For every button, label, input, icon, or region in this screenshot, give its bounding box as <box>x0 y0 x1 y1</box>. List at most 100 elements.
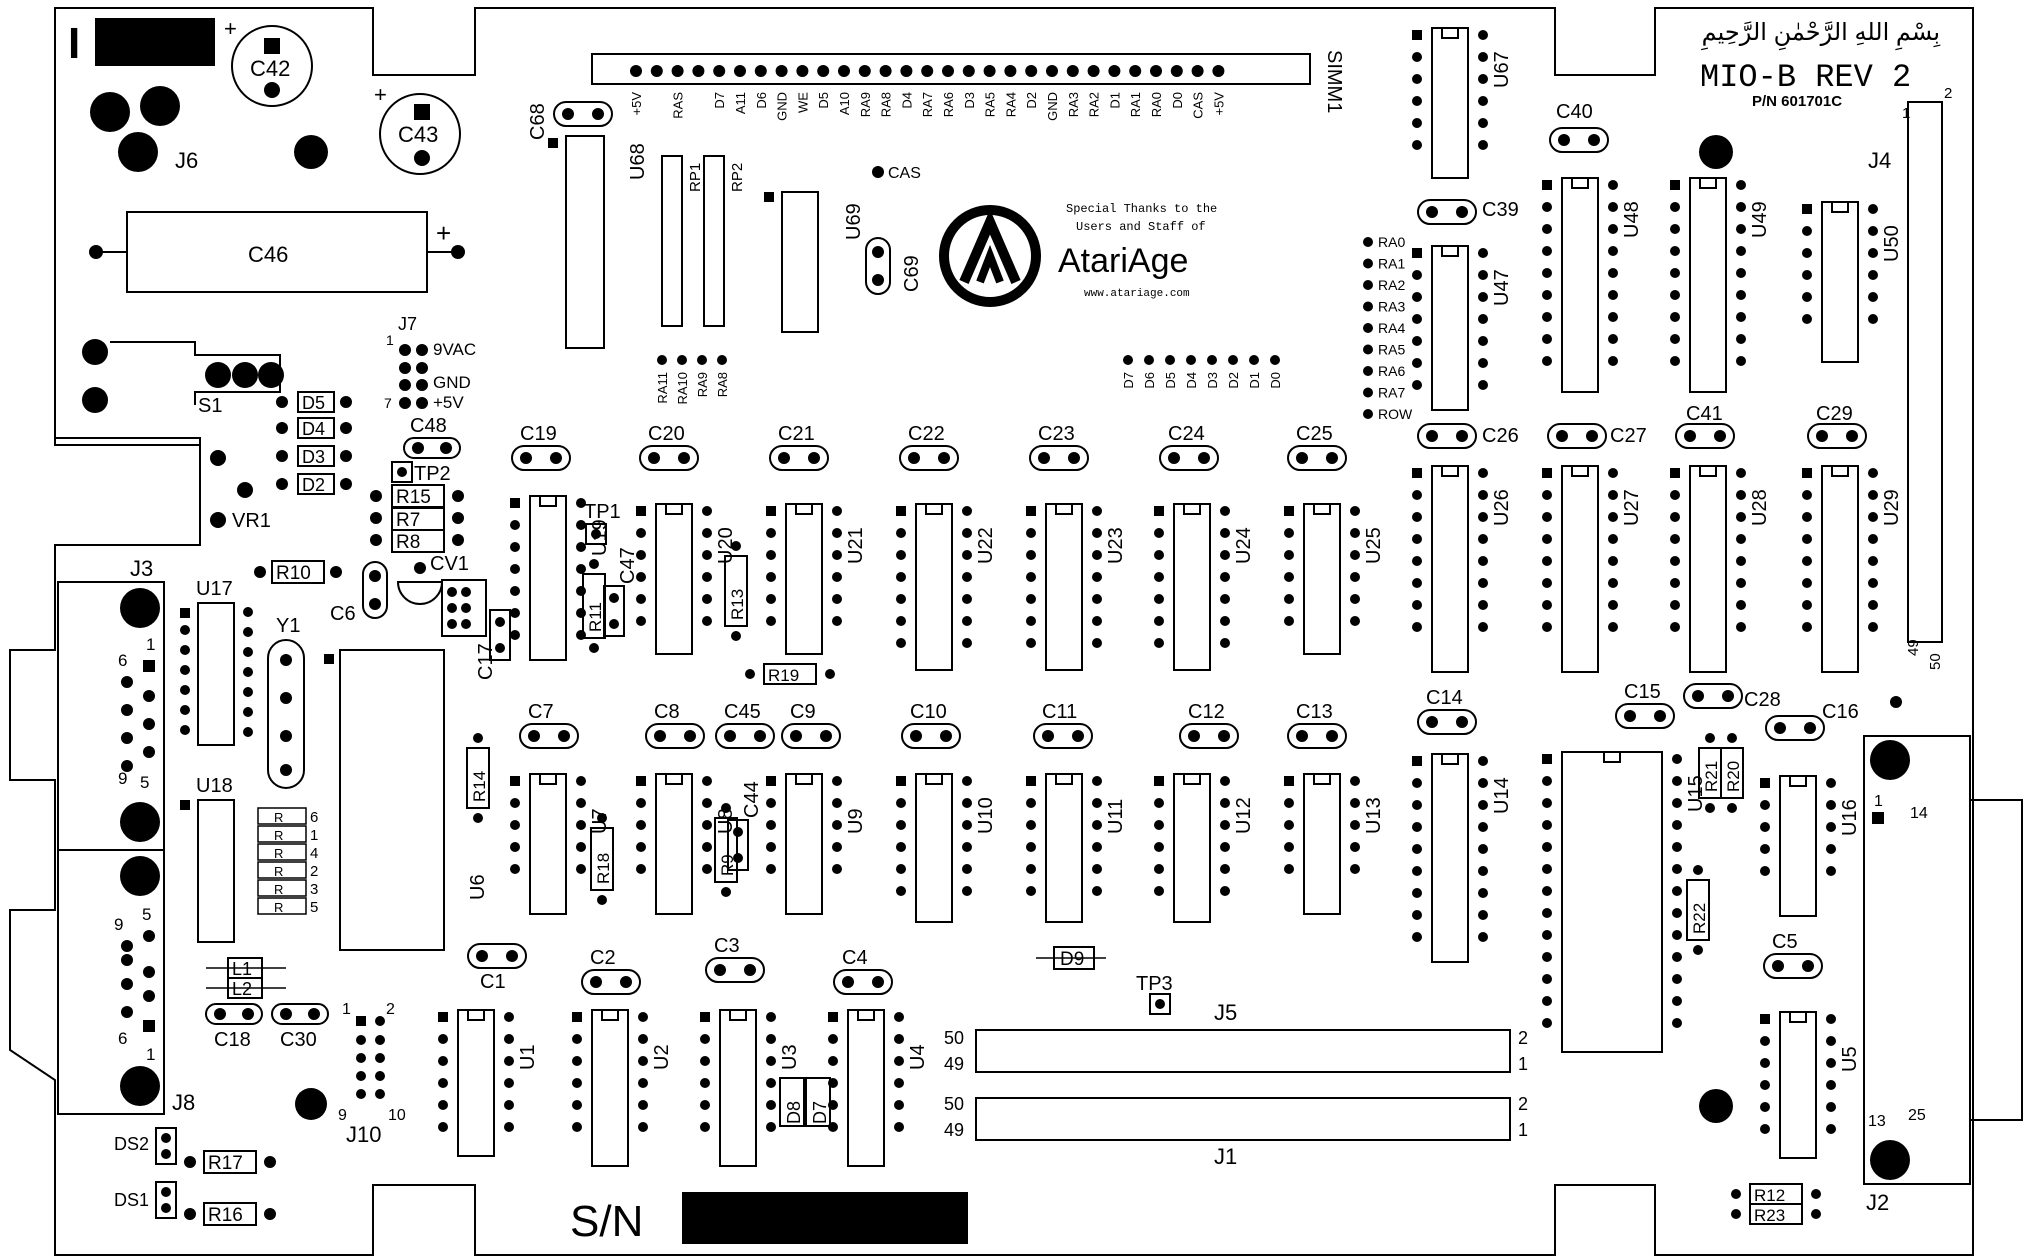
simm-pin <box>713 65 726 77</box>
svg-text:J3: J3 <box>130 556 153 581</box>
row-address-label: RA7 <box>1378 385 1405 401</box>
testpoint-tp1: TP1 <box>584 501 621 545</box>
simm-pin <box>1150 65 1162 77</box>
svg-text:50: 50 <box>1927 653 1944 670</box>
svg-text:C18: C18 <box>214 1029 251 1051</box>
chip-u27: U27 <box>1542 465 1643 673</box>
svg-text:C68: C68 <box>527 103 549 140</box>
chip-label: U29 <box>1881 489 1903 526</box>
resistor-label: R12 <box>1754 1186 1785 1205</box>
svg-text:R: R <box>274 882 283 897</box>
cap-label: C29 <box>1816 403 1853 425</box>
resistor-label: R23 <box>1754 1206 1785 1225</box>
chip-label: U20 <box>715 527 737 564</box>
svg-text:2: 2 <box>1518 1094 1528 1114</box>
chip-label: U21 <box>845 527 867 564</box>
svg-text:RP2: RP2 <box>729 163 746 192</box>
svg-text:1: 1 <box>1518 1120 1528 1140</box>
chip-label: U9 <box>845 808 867 834</box>
connector-j4: 1 2 J4 49 50 <box>1868 85 1952 670</box>
cap-label: C27 <box>1610 425 1647 447</box>
svg-text:VR1: VR1 <box>232 510 271 532</box>
trimmer-cv1: CV1 <box>396 553 487 637</box>
cap-label: C44 <box>741 781 763 818</box>
simm-pin-label: RA4 <box>1003 92 1018 117</box>
simm-pin-label: RA5 <box>983 92 998 117</box>
row-address-label: RA6 <box>1378 363 1405 379</box>
chip-u28: U28 <box>1670 465 1771 673</box>
svg-text:+: + <box>436 218 451 248</box>
simm-pin-label: D5 <box>816 92 831 109</box>
simm-pin <box>1170 65 1183 77</box>
cas-label: CAS <box>888 165 921 182</box>
board-title: MIO-B REV 2 <box>1700 59 1911 96</box>
cap-c25: C25 <box>1287 423 1347 471</box>
chip-u47: U47 <box>1412 245 1513 411</box>
svg-text:2: 2 <box>1518 1028 1528 1048</box>
cap-c21: C21 <box>769 423 829 471</box>
chip-label: U67 <box>1491 51 1513 88</box>
cap-c39: C39 <box>1417 199 1519 225</box>
resistor-label: R22 <box>1690 903 1709 934</box>
cap-label: C19 <box>520 423 557 445</box>
cap-c43: C43 + <box>374 82 461 175</box>
resistor-r13: R13 <box>724 541 748 641</box>
svg-text:R: R <box>274 828 283 843</box>
svg-text:J6: J6 <box>175 148 198 173</box>
cap-c28: C28 <box>1683 683 1781 711</box>
cap-c26: C26 <box>1417 423 1519 449</box>
svg-text:D2: D2 <box>302 475 325 495</box>
cap-c45: C45 <box>715 701 775 749</box>
svg-text:D3: D3 <box>302 447 325 467</box>
chip-u18: U18 <box>180 775 235 943</box>
arabic-inscription: بِسْمِ اللهِ الرَّحْمٰنِ الرَّحِيمِ <box>1700 19 1940 51</box>
cap-c20: C20 <box>639 423 699 471</box>
simm-pin-label: D6 <box>754 92 769 109</box>
svg-text:U69: U69 <box>843 203 865 240</box>
chip-u4: U4 <box>828 1009 929 1167</box>
inductors-l1-l2: L1 L2 <box>206 957 286 999</box>
svg-text:CV1: CV1 <box>430 553 469 575</box>
caps-c18-c30: C18 C30 <box>205 1003 329 1051</box>
svg-text:C46: C46 <box>248 242 288 267</box>
board-outline <box>9 7 1974 1256</box>
resistor-label: R19 <box>768 666 799 685</box>
chip-label: U26 <box>1491 489 1513 526</box>
simm-pin <box>796 65 809 77</box>
cap-label: C2 <box>590 947 616 969</box>
resistor-label: R18 <box>594 853 613 884</box>
data-bus-label: D5 <box>1163 372 1178 389</box>
svg-text:9: 9 <box>118 769 127 788</box>
cap-label: C47 <box>617 547 639 584</box>
simm-pin-label: D3 <box>962 92 977 109</box>
cap-label: C21 <box>778 423 815 445</box>
simm-pin <box>671 65 684 77</box>
simm-pin <box>734 65 746 77</box>
svg-text:R17: R17 <box>208 1153 243 1174</box>
svg-text:L2: L2 <box>232 979 252 999</box>
cap-c16: C16 <box>1765 701 1859 741</box>
simm-pin-label: D1 <box>1107 92 1122 109</box>
chip-label: U23 <box>1105 527 1127 564</box>
simm-pin <box>1025 65 1038 77</box>
row-address-label: ROW <box>1378 406 1413 422</box>
chip-u25: U25 <box>1284 503 1385 655</box>
simm-pin-label: D0 <box>1170 92 1185 109</box>
simm-pin-label: RA9 <box>858 92 873 117</box>
chip-u10: U10 <box>896 773 997 923</box>
resistor-r12: R12 <box>1731 1183 1821 1205</box>
data-bus-pad <box>1165 355 1175 365</box>
chip-u11: U11 <box>1026 773 1127 923</box>
chip-u5: U5 <box>1760 1011 1861 1159</box>
svg-text:R: R <box>274 846 283 861</box>
cap-c23: C23 <box>1029 423 1089 471</box>
chip-label: U4 <box>907 1044 929 1070</box>
cap-label: C23 <box>1038 423 1075 445</box>
svg-text:TP3: TP3 <box>1136 973 1173 995</box>
cap-c10: C10 <box>901 701 961 749</box>
simm-pin-label: GND <box>1045 92 1060 121</box>
resistor-r23: R23 <box>1731 1203 1821 1225</box>
cap-c24: C24 <box>1159 423 1219 471</box>
